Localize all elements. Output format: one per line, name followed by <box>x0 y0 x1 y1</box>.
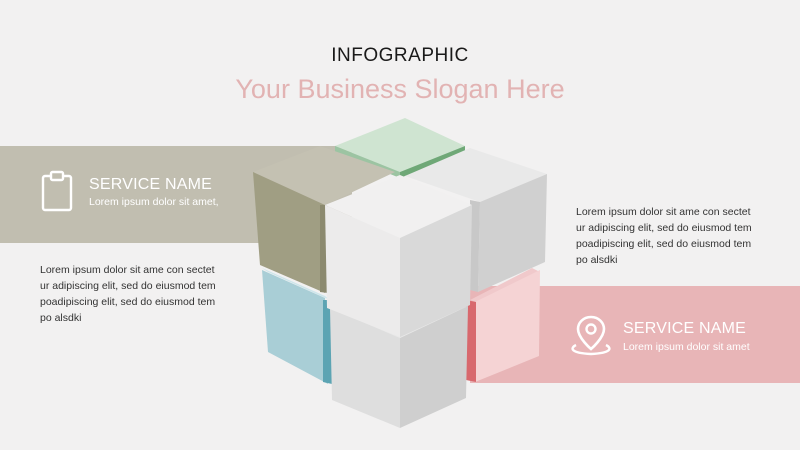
clipboard-icon <box>41 170 73 212</box>
right-paragraph-line: po alsdki <box>576 254 618 266</box>
right-paragraph-line: poadipiscing elit, sed do eiusmod tem <box>576 238 752 250</box>
right-paragraph: Lorem ipsum dolor sit ame con sectet ur … <box>576 204 786 268</box>
blue-cube <box>262 268 332 384</box>
back-right-cube <box>405 148 547 292</box>
top-front-cube <box>325 175 472 337</box>
right-service-name: SERVICE NAME <box>623 320 747 337</box>
right-paragraph-line: ur adipiscing elit, sed do eiusmod tem <box>576 222 752 234</box>
left-paragraph-line: ur adipiscing elit, sed do eiusmod tem <box>40 280 216 292</box>
left-paragraph-line: Lorem ipsum dolor sit ame con sectet <box>40 264 215 276</box>
left-service-name: SERVICE NAME <box>89 176 213 193</box>
right-paragraph-line: Lorem ipsum dolor sit ame con sectet <box>576 206 751 218</box>
left-paragraph-line: poadipiscing elit, sed do eiusmod tem <box>40 296 216 308</box>
right-service-description: Lorem ipsum dolor sit amet <box>623 341 750 353</box>
location-pin-icon <box>571 315 611 356</box>
left-service-description: Lorem ipsum dolor sit amet, <box>89 196 219 208</box>
pink-cube <box>466 268 540 382</box>
left-paragraph: Lorem ipsum dolor sit ame con sectet ur … <box>40 262 250 326</box>
page-slogan: Your Business Slogan Here <box>235 74 565 104</box>
page-title: INFOGRAPHIC <box>331 45 469 66</box>
left-paragraph-line: po alsdki <box>40 312 82 324</box>
